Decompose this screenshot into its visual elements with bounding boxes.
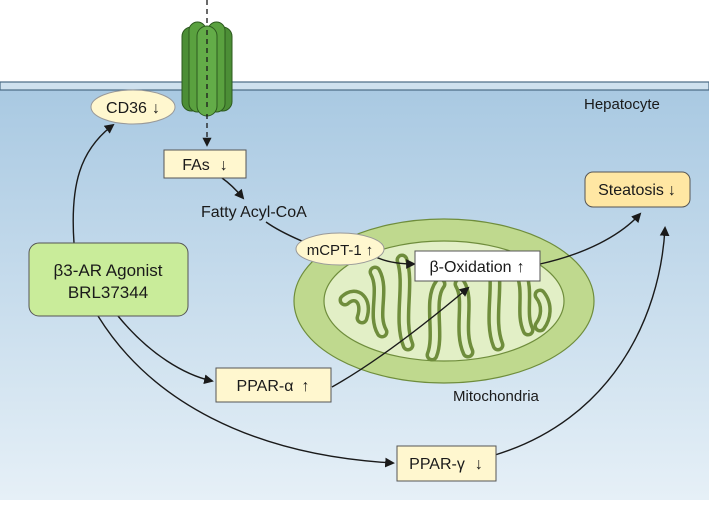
arrow-agonist-to-cd36 <box>72 123 115 244</box>
arrow-agonist-to-ppar-alpha <box>117 315 214 385</box>
beta-oxidation-label: β-Oxidation↑ <box>429 259 524 276</box>
membrane-transporter <box>181 0 233 147</box>
ppar-gamma-label: PPAR-γ↓ <box>409 456 483 473</box>
steatosis-node: Steatosis↓ <box>584 171 691 208</box>
arrow-ppar-alpha-to-betaox <box>331 286 470 388</box>
beta-oxidation-node: β-Oxidation↑ <box>414 250 541 282</box>
ppar-alpha-label: PPAR-α↑ <box>237 378 310 395</box>
ppar-alpha-node: PPAR-α↑ <box>215 367 332 403</box>
mcpt1-label: mCPT-1↑ <box>307 242 374 259</box>
cell-membrane <box>0 81 709 91</box>
fas-node: FAs↓ <box>163 149 247 179</box>
arrow-ppar-gamma-to-steatosis <box>494 226 670 456</box>
cd36-label: CD36↓ <box>106 100 160 117</box>
ppar-gamma-node: PPAR-γ↓ <box>396 445 497 482</box>
arrow-agonist-to-ppar-gamma <box>97 315 395 468</box>
mcpt1-node: mCPT-1↑ <box>295 232 385 266</box>
steatosis-label: Steatosis↓ <box>598 182 676 199</box>
cd36-node: CD36↓ <box>90 89 176 125</box>
agonist-line2: BRL37344 <box>68 283 148 302</box>
mitochondria-label: Mitochondria <box>453 388 540 405</box>
hepatocyte-label: Hepatocyte <box>584 96 660 113</box>
agonist-node: β3-AR Agonist BRL37344 <box>28 242 189 317</box>
agonist-line1: β3-AR Agonist <box>54 261 163 280</box>
fatty-acyl-coa-label: Fatty Acyl-CoA <box>201 204 307 221</box>
arrow-betaox-to-steatosis <box>539 212 642 265</box>
arrow-fas-to-acylcoa <box>221 177 245 200</box>
fas-label: FAs↓ <box>182 157 228 174</box>
